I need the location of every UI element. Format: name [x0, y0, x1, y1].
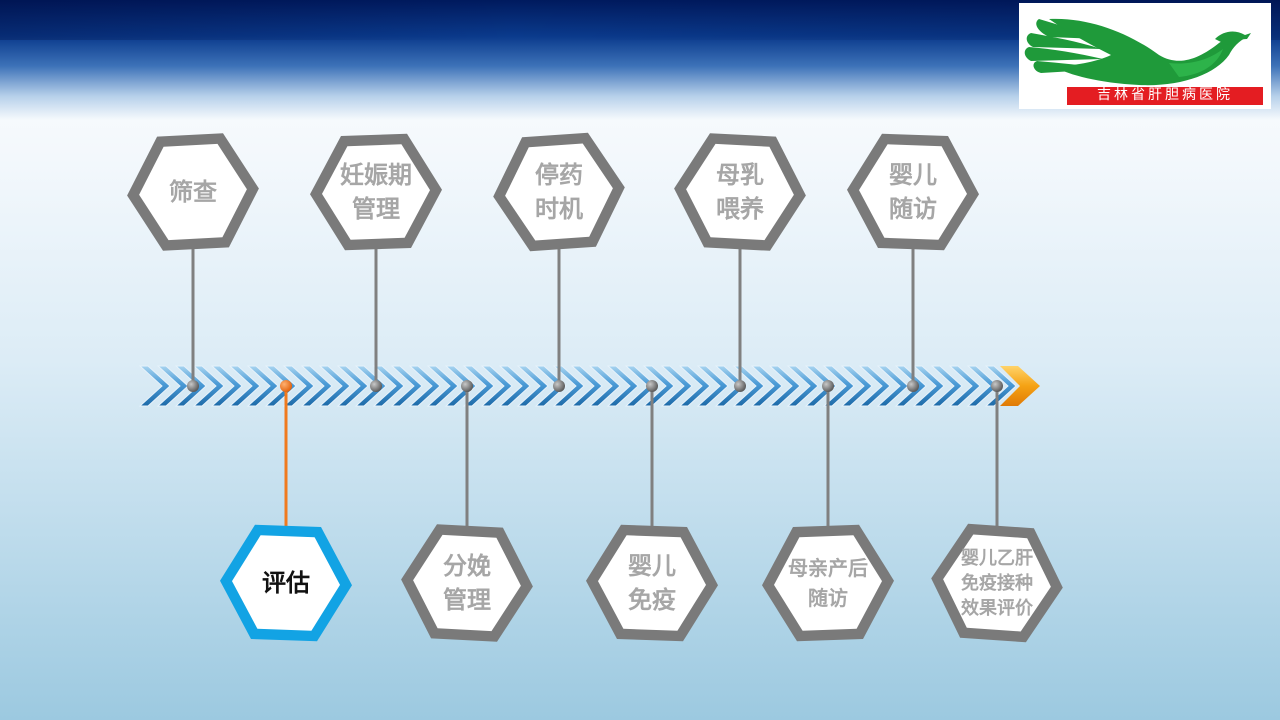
timeline-chevron	[138, 365, 171, 407]
hospital-name: 吉林省肝胆病医院	[1067, 87, 1263, 105]
timeline-chevron	[606, 365, 639, 407]
timeline-chevron	[426, 365, 459, 407]
step-label: 停药 时机	[535, 161, 583, 223]
timeline-dot	[734, 380, 746, 392]
timeline-chevron	[228, 365, 261, 407]
step-label: 婴儿 免疫	[628, 552, 676, 614]
timeline-chevron	[822, 365, 855, 407]
timeline-chevron	[408, 365, 441, 407]
step-label: 母亲产后 随访	[788, 556, 868, 610]
timeline-chevron	[480, 365, 513, 407]
timeline-dot	[553, 380, 565, 392]
timeline-chevron	[570, 365, 603, 407]
timeline-chevron	[678, 365, 711, 407]
timeline-chevron	[768, 365, 801, 407]
timeline-dot	[907, 380, 919, 392]
timeline-chevron	[246, 365, 279, 407]
timeline-chevron	[588, 365, 621, 407]
step-label: 婴儿 随访	[889, 161, 937, 223]
step-hexagons	[127, 132, 1063, 643]
timeline-dots	[187, 380, 1003, 392]
timeline-chevron	[210, 365, 243, 407]
timeline-chevron	[840, 365, 873, 407]
timeline-chevron	[552, 365, 585, 407]
timeline-chevron	[696, 365, 729, 407]
step-hexagon[interactable]	[598, 535, 706, 631]
step-label: 妊娠期 管理	[340, 161, 412, 223]
step-label: 筛查	[169, 178, 217, 206]
timeline-chevron	[750, 365, 783, 407]
connectors	[191, 246, 999, 529]
step-hexagon[interactable]	[774, 535, 882, 631]
step-hexagon[interactable]	[505, 143, 613, 241]
step-hexagon[interactable]	[943, 534, 1051, 632]
timeline-chevron	[912, 365, 945, 407]
timeline-dot	[822, 380, 834, 392]
timeline-chevron	[318, 365, 351, 407]
step-label: 评估	[262, 569, 310, 597]
timeline-chevron	[462, 365, 495, 407]
step-label: 婴儿乙肝 免疫接种 效果评价	[961, 547, 1033, 619]
hands-dove-logo-icon	[1024, 18, 1251, 86]
timeline-chevron	[390, 365, 423, 407]
timeline-chevron	[192, 365, 225, 407]
step-label: 分娩 管理	[443, 552, 491, 614]
timeline-chevron	[858, 365, 891, 407]
timeline-dot	[646, 380, 658, 392]
timeline-dot	[280, 380, 292, 392]
timeline-chevron	[498, 365, 531, 407]
step-hexagon[interactable]	[859, 144, 967, 240]
timeline-dot	[461, 380, 473, 392]
step-hexagon[interactable]	[413, 534, 521, 632]
timeline-arrow-head	[1000, 366, 1040, 406]
step-hexagon[interactable]	[139, 143, 247, 241]
timeline-chevron	[948, 365, 981, 407]
timeline-chevron	[732, 365, 765, 407]
timeline-arrow	[138, 365, 1040, 407]
timeline-chevron	[984, 365, 1017, 407]
timeline-dot	[187, 380, 199, 392]
hospital-logo: 吉林省肝胆病医院	[1019, 3, 1271, 109]
step-label: 母乳 喂养	[716, 161, 764, 223]
timeline-chevron	[282, 365, 315, 407]
step-hexagon[interactable]	[686, 143, 794, 241]
timeline-chevron	[300, 365, 333, 407]
timeline-chevron	[876, 365, 909, 407]
step-hexagon[interactable]	[322, 144, 430, 240]
timeline-chevron	[786, 365, 819, 407]
step-hexagon[interactable]	[232, 535, 340, 631]
timeline-chevron	[372, 365, 405, 407]
timeline-chevron	[336, 365, 369, 407]
timeline-dot	[370, 380, 382, 392]
timeline-chevron	[660, 365, 693, 407]
timeline-dot	[991, 380, 1003, 392]
timeline-chevron	[516, 365, 549, 407]
timeline-chevron	[930, 365, 963, 407]
timeline-chevron	[156, 365, 189, 407]
